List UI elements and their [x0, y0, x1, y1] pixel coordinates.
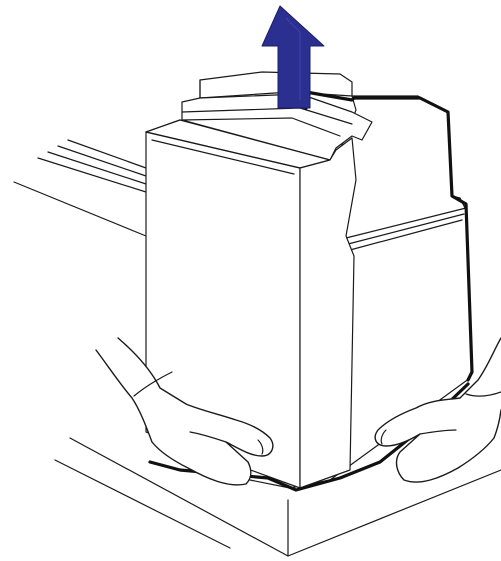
output-tray [14, 140, 146, 236]
